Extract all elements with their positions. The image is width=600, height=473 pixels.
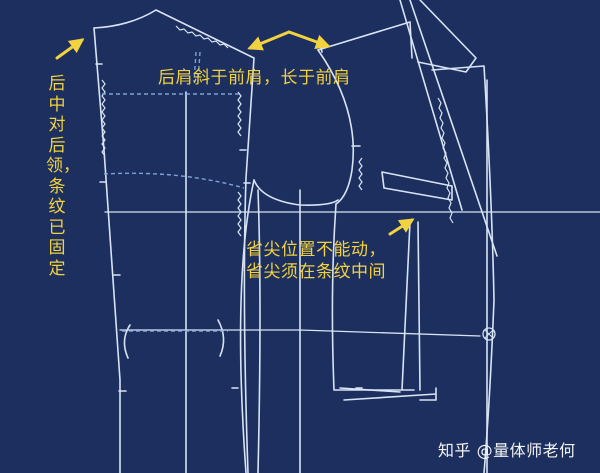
back-center-note: 后中对后领，条纹已固定 <box>46 74 80 279</box>
dashed-shoulder <box>193 51 201 83</box>
side-panel-back-edge <box>239 179 255 473</box>
shoulder-note: 后肩斜于前肩，长于前肩 <box>158 68 351 88</box>
watermark: 知乎 @量体师老何 <box>438 441 576 460</box>
front-side-seam <box>331 203 415 391</box>
lapel-line-1 <box>399 0 463 211</box>
front-dart <box>401 221 421 391</box>
stripe-zigzags <box>101 25 454 237</box>
dashed-guides <box>102 51 245 332</box>
notch-marks <box>95 43 363 392</box>
back-neck-arrow <box>55 38 85 60</box>
zigzag-back-armhole <box>237 91 242 137</box>
breast-pocket <box>381 171 453 201</box>
hem-line <box>339 387 437 401</box>
front-armhole <box>317 49 355 205</box>
back-center-seam <box>93 27 121 473</box>
dart-note-line2: 省尖须在条纹中间 <box>246 262 386 282</box>
zigzag-front-armhole <box>358 157 363 191</box>
zigzag-back-side <box>237 191 242 237</box>
dart-note-line1: 省尖位置不能动， <box>246 240 386 260</box>
side-panel-front-edge <box>257 189 261 473</box>
dashed-line-mid <box>103 172 245 189</box>
front-shoulder <box>317 21 413 59</box>
annotation-arrows <box>55 30 415 236</box>
zigzag-back-shoulder <box>175 25 229 49</box>
dart-tip-arrow <box>388 218 415 236</box>
back-panel-outline <box>93 9 255 473</box>
collar <box>417 0 477 73</box>
zigzag-back-center <box>101 79 106 157</box>
waist-arc-back <box>123 324 131 359</box>
pattern-lines <box>93 0 600 473</box>
zigzag-lapel <box>437 97 454 224</box>
armhole-curve <box>253 179 339 206</box>
lapel-line-2 <box>409 0 498 257</box>
shoulder-double-arrow <box>247 30 331 51</box>
waist-arc-side <box>217 319 225 357</box>
button-mark <box>482 327 496 341</box>
waist-line <box>299 329 481 337</box>
